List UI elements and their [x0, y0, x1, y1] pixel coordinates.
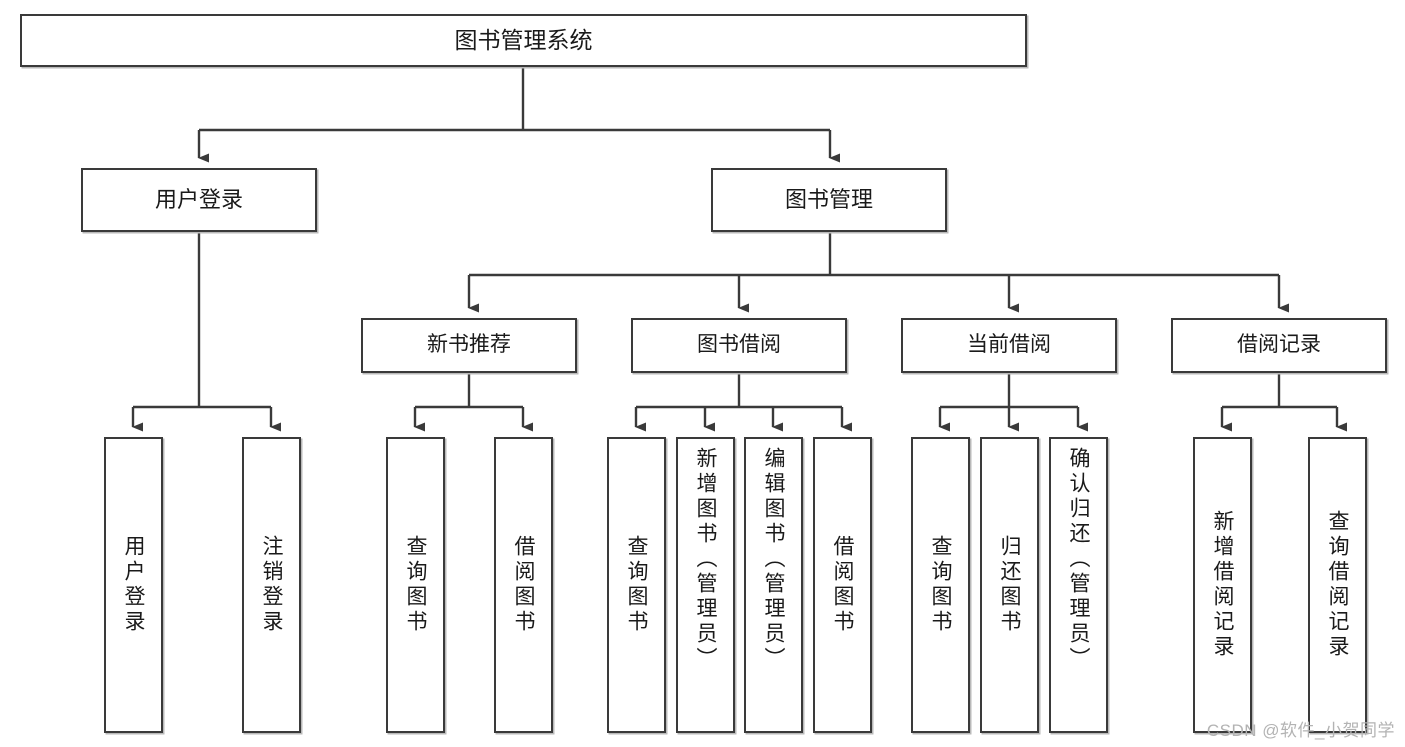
leaf-new-book-borrow-book[interactable]: 借阅图书	[494, 437, 553, 733]
leaf-borrow-record-add-record[interactable]: 新增借阅记录	[1193, 437, 1252, 733]
csdn-watermark: CSDN @软件_小贺同学	[1206, 721, 1395, 740]
node-label: 借阅图书	[831, 535, 854, 635]
node-label: 新增借阅记录	[1211, 510, 1234, 660]
node-label: 归还图书	[998, 535, 1021, 635]
node-root-library-system[interactable]: 图书管理系统	[20, 14, 1027, 67]
leaf-book-borrow-edit-book-admin[interactable]: 编辑图书（管理员）	[744, 437, 803, 733]
node-label: 注销登录	[260, 535, 283, 635]
node-label: 图书借阅	[697, 333, 781, 357]
node-new-book-recommend[interactable]: 新书推荐	[361, 318, 577, 373]
node-label: 图书管理	[784, 187, 873, 213]
node-borrow-record[interactable]: 借阅记录	[1171, 318, 1387, 373]
node-label: 当前借阅	[967, 333, 1051, 357]
node-label: 新书推荐	[427, 333, 511, 357]
node-label: 借阅图书	[512, 535, 535, 635]
leaf-user-login-logout[interactable]: 注销登录	[242, 437, 301, 733]
node-label: 查询借阅记录	[1326, 510, 1349, 660]
node-label: 确认归还（管理员）	[1067, 447, 1090, 672]
leaf-new-book-query-book[interactable]: 查询图书	[386, 437, 445, 733]
node-label: 新增图书（管理员）	[694, 447, 717, 672]
node-book-borrow[interactable]: 图书借阅	[631, 318, 847, 373]
node-label: 图书管理系统	[454, 27, 593, 54]
node-book-management[interactable]: 图书管理	[711, 168, 947, 232]
node-label: 查询图书	[404, 535, 427, 635]
leaf-book-borrow-borrow-book[interactable]: 借阅图书	[813, 437, 872, 733]
node-label: 借阅记录	[1237, 333, 1321, 357]
leaf-borrow-record-query-record[interactable]: 查询借阅记录	[1308, 437, 1367, 733]
leaf-book-borrow-add-book-admin[interactable]: 新增图书（管理员）	[676, 437, 735, 733]
node-user-login[interactable]: 用户登录	[81, 168, 317, 232]
leaf-book-borrow-query-book[interactable]: 查询图书	[607, 437, 666, 733]
node-label: 查询图书	[625, 535, 648, 635]
leaf-current-borrow-return-book[interactable]: 归还图书	[980, 437, 1039, 733]
node-current-borrow[interactable]: 当前借阅	[901, 318, 1117, 373]
leaf-current-borrow-confirm-return-admin[interactable]: 确认归还（管理员）	[1049, 437, 1108, 733]
node-label: 用户登录	[154, 187, 243, 213]
node-label: 查询图书	[929, 535, 952, 635]
node-label: 编辑图书（管理员）	[762, 447, 785, 672]
node-label: 用户登录	[122, 535, 145, 635]
leaf-current-borrow-query-book[interactable]: 查询图书	[911, 437, 970, 733]
leaf-user-login-login[interactable]: 用户登录	[104, 437, 163, 733]
